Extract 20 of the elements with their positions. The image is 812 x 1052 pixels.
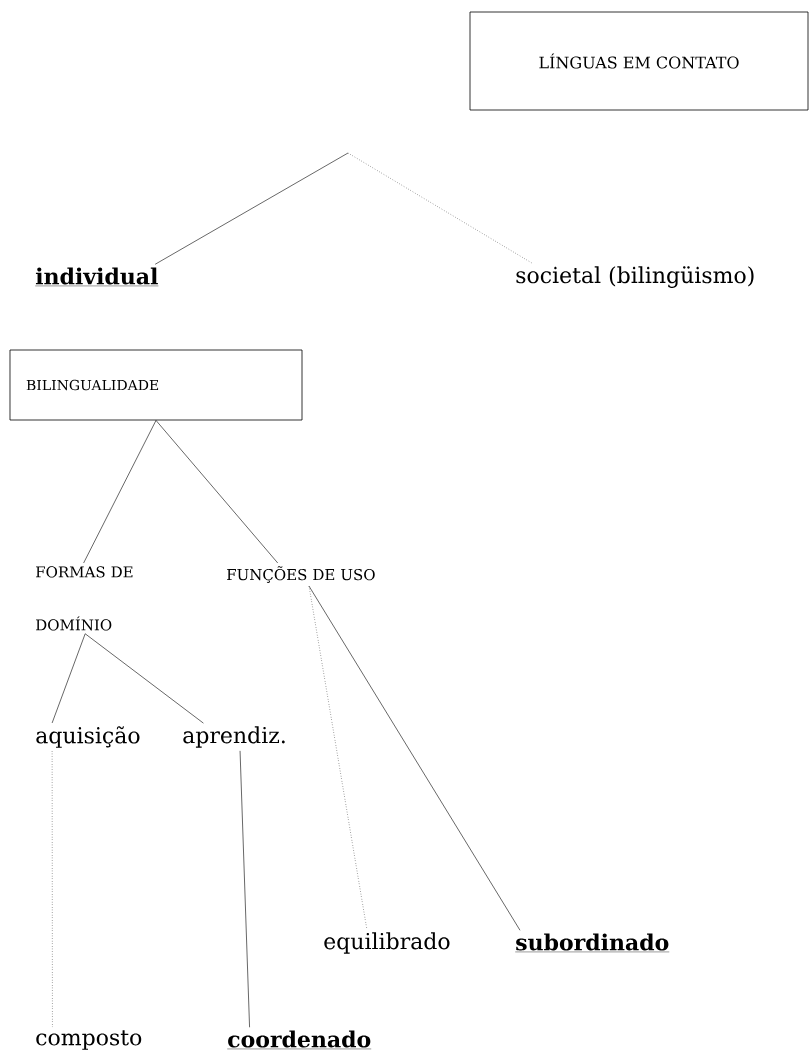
tree-line: [84, 633, 204, 724]
tree-line: [154, 152, 349, 265]
tree-line: [83, 420, 157, 564]
category-label: FUNÇÕES DE USO: [227, 566, 375, 583]
tree-line: [239, 750, 250, 1028]
tree-line: [308, 585, 521, 931]
highlighted-term: coordenado: [227, 1030, 372, 1050]
term-label: composto: [36, 1030, 142, 1050]
highlighted-term: subordinado: [515, 933, 670, 953]
term-label: equilibrado: [324, 932, 450, 954]
tree-line: [155, 420, 279, 564]
category-label: FORMAS DE DOMÍNIO: [36, 566, 133, 631]
highlighted-term: individual: [35, 267, 159, 287]
tree-line: [51, 633, 86, 724]
title-box: LÍNGUAS EM CONTATO: [469, 11, 809, 111]
term-label: aquisição: [36, 726, 140, 748]
term-label: aprendiz.: [183, 726, 285, 748]
concept-box: BILINGUALIDADE: [9, 349, 303, 421]
tree-line: [347, 152, 533, 264]
term-label: societal (bilingüismo): [516, 266, 754, 288]
